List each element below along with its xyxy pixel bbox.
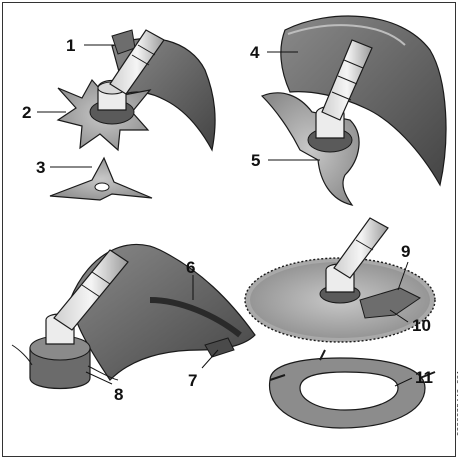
callout-9: 9 (401, 243, 410, 260)
callout-2: 2 (22, 104, 31, 121)
top-right-assembly (262, 16, 446, 205)
bottom-left-assembly (12, 244, 255, 388)
callout-5: 5 (251, 152, 260, 169)
callout-3: 3 (36, 159, 45, 176)
callout-4: 4 (250, 44, 259, 61)
callout-1: 1 (66, 37, 75, 54)
callout-6: 6 (186, 259, 195, 276)
top-left-assembly (58, 30, 215, 150)
callout-11: 11 (415, 369, 433, 386)
three-point-blade-3 (50, 158, 152, 200)
ring-11 (270, 358, 425, 428)
callout-8: 8 (114, 386, 123, 403)
callout-10: 10 (412, 317, 431, 334)
callout-7: 7 (188, 372, 197, 389)
